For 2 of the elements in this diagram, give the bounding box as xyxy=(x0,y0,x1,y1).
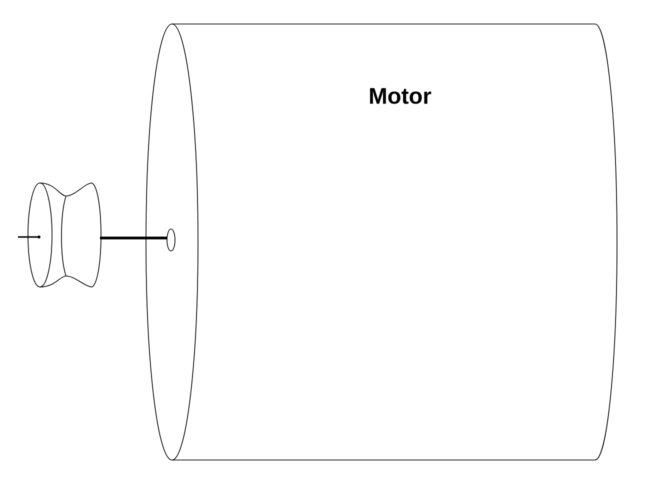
motor-cylinder: Motor xyxy=(146,24,618,460)
node-label: Motor xyxy=(370,88,432,104)
